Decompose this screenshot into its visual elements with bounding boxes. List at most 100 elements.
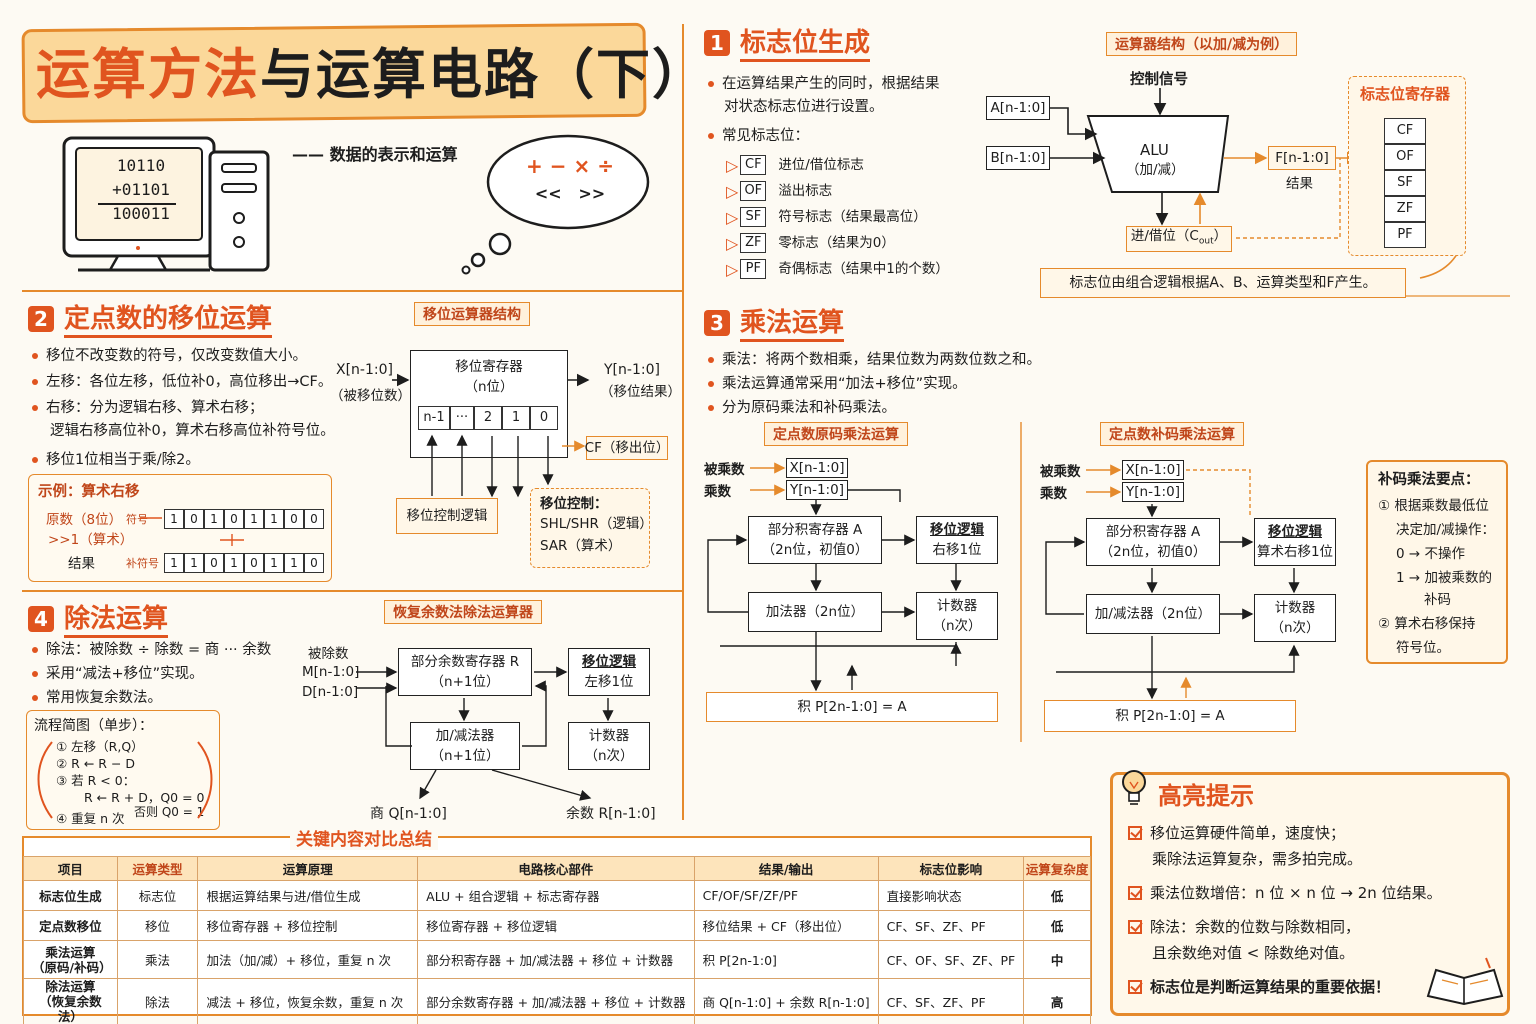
s4-bullet-2: 采用“减法+移位”实现。 bbox=[32, 662, 204, 686]
s1-bullet-1-cont: 对状态标志位进行设置。 bbox=[724, 99, 884, 115]
bit-cell: 0 bbox=[304, 509, 324, 529]
table-cell: CF、OF、SF、ZF、PF bbox=[877, 940, 1025, 979]
shift-diagram-tag: 移位运算器结构 bbox=[414, 302, 530, 326]
summary-table-wrap: 项目 运算类型 运算原理 电路核心部件 结果/输出 标志位影响 运算复杂度 标志… bbox=[23, 856, 1091, 1024]
division-diagram-tag: 恢复余数法除法运算器 bbox=[384, 600, 542, 624]
key-point-line: 补码 bbox=[1424, 592, 1451, 608]
flag-code: PF bbox=[740, 259, 767, 279]
th-type: 运算类型 bbox=[116, 856, 199, 881]
table-cell: ALU + 组合逻辑 + 标志寄存器 bbox=[417, 880, 695, 911]
s1-bullet-1: 在运算结果产生的同时，根据结果 bbox=[708, 72, 940, 96]
mult-right-multiplicand: 被乘数 bbox=[1040, 464, 1081, 480]
mult-left-y: Y[n-1:0] bbox=[786, 480, 848, 500]
mult-right-product: 积 P[2n-1:0] = A bbox=[1044, 700, 1296, 732]
flag-desc: 进位/借位标志 bbox=[778, 157, 864, 173]
division-flow-box bbox=[26, 710, 220, 830]
division-counter: 计数器（n次） bbox=[568, 722, 650, 770]
divider-vertical bbox=[682, 24, 684, 820]
mult-left-lines bbox=[707, 462, 962, 692]
dividend-m: M[n-1:0] bbox=[302, 664, 360, 680]
highlight-item: 标志位是判断运算结果的重要依据！ bbox=[1128, 974, 1442, 1000]
flag-code: SF bbox=[740, 207, 767, 227]
flow-step: 否则 Q0 = 1 bbox=[134, 805, 205, 819]
key-point-line: 决定加/减操作： bbox=[1396, 522, 1496, 538]
table-cell: 低 bbox=[1023, 910, 1091, 941]
table-cell: 部分积寄存器 + 加/减法器 + 移位 + 计数器 bbox=[417, 940, 695, 979]
th-item: 项目 bbox=[23, 856, 118, 881]
reg-cell: 1 bbox=[502, 406, 530, 430]
table-cell: 除法 bbox=[116, 978, 199, 1024]
ex-res-label: 结果 bbox=[68, 556, 95, 572]
flag-register-cells: CF OF SF ZF PF bbox=[1384, 118, 1426, 248]
summary-table: 项目 运算类型 运算原理 电路核心部件 结果/输出 标志位影响 运算复杂度 标志… bbox=[23, 856, 1091, 1024]
flow-step: R ← R + D，Q0 = 0 bbox=[84, 790, 205, 805]
s1-bullet-2: 常见标志位： bbox=[708, 124, 809, 148]
divider-left-mid bbox=[22, 590, 682, 592]
flag-code: ZF bbox=[740, 233, 767, 253]
s2-bullet-1: 移位不改变数的符号，仅改变数值大小。 bbox=[32, 344, 307, 368]
s4-bullet-3: 常用恢复余数法。 bbox=[32, 686, 162, 710]
reg-cell: ··· bbox=[450, 406, 474, 430]
table-cell: CF、SF、ZF、PF bbox=[877, 978, 1025, 1024]
lightbulb-icon bbox=[1122, 770, 1146, 805]
mult-left-x: X[n-1:0] bbox=[786, 458, 848, 478]
input-a: A[n-1:0] bbox=[986, 96, 1050, 120]
section-4-number: 4 bbox=[28, 606, 54, 632]
bit-cell: 0 bbox=[244, 553, 264, 573]
quotient-output: 商 Q[n-1:0] bbox=[370, 806, 447, 822]
key-points-title: 补码乘法要点： bbox=[1378, 472, 1480, 488]
table-row: 除法运算 （恢复余数法）除法减法 + 移位，恢复余数，重复 n 次部分余数寄存器… bbox=[23, 978, 1091, 1024]
th-complexity: 运算复杂度 bbox=[1023, 856, 1091, 881]
flag-desc: 溢出标志 bbox=[778, 183, 833, 199]
alu-label: ALU bbox=[1140, 141, 1169, 159]
shift-control-2: SAR（算术） bbox=[540, 538, 622, 554]
table-cell: 移位 bbox=[116, 910, 199, 941]
input-b: B[n-1:0] bbox=[986, 146, 1050, 170]
section-3-title: 乘法运算 bbox=[740, 302, 845, 342]
highlights-title: 高亮提示 bbox=[1158, 782, 1254, 810]
mult-left-product: 积 P[2n-1:0] = A bbox=[706, 692, 998, 722]
computer-icon bbox=[62, 136, 270, 272]
thought-bubble-icon bbox=[461, 134, 650, 275]
division-lines bbox=[356, 666, 614, 801]
section-2-title: 定点数的移位运算 bbox=[64, 298, 273, 338]
shift-control-logic: 移位控制逻辑 bbox=[396, 498, 498, 534]
reg-cell: 2 bbox=[474, 406, 502, 430]
mult-left-shift: 移位逻辑右移1位 bbox=[916, 516, 998, 564]
flag-code: CF bbox=[740, 155, 767, 175]
highlight-item: 移位运算硬件简单，速度快； bbox=[1128, 820, 1442, 846]
shift-diagram-lines bbox=[392, 373, 590, 498]
th-flags: 标志位影响 bbox=[877, 856, 1025, 881]
bit-cell: 1 bbox=[184, 553, 204, 573]
s2-bullet-3: 右移：分为逻辑右移、算术右移； bbox=[32, 396, 264, 420]
control-signal-label: 控制信号 bbox=[1130, 72, 1188, 88]
shift-control-1: SHL/SHR（逻辑） bbox=[540, 516, 653, 532]
reg-flag-cf: CF bbox=[1384, 118, 1426, 144]
th-output: 结果/输出 bbox=[693, 856, 879, 881]
table-cell: CF、SF、ZF、PF bbox=[877, 910, 1025, 941]
shift-input-x: X[n-1:0] bbox=[336, 362, 393, 378]
divider-left-top bbox=[22, 290, 682, 292]
bit-cell: 1 bbox=[224, 553, 244, 573]
highlights-list: 移位运算硬件简单，速度快； 乘除法运算复杂，需多拍完成。 乘法位数增倍：n 位 … bbox=[1128, 820, 1442, 1000]
key-point-line: ① 根据乘数最低位 bbox=[1378, 498, 1489, 514]
ex-orig-label: 原数（8位） bbox=[46, 512, 123, 528]
bit-cell: 0 bbox=[184, 509, 204, 529]
bit-cell: 0 bbox=[304, 553, 324, 573]
summary-header-row: 项目 运算类型 运算原理 电路核心部件 结果/输出 标志位影响 运算复杂度 bbox=[23, 856, 1091, 881]
s2-bullet-3-cont: 逻辑右移高位补0，算术右移高位补符号位。 bbox=[50, 423, 335, 439]
summary-title: 关键内容对比总结 bbox=[290, 830, 438, 850]
table-cell: 移位寄存器 + 移位控制 bbox=[197, 910, 419, 941]
highlight-item: 乘法位数增倍：n 位 × n 位 → 2n 位结果。 bbox=[1128, 880, 1442, 906]
checkbox-icon bbox=[1128, 826, 1142, 840]
mult-right-accumulator: 部分积寄存器 A（2n位，初值0） bbox=[1086, 518, 1220, 566]
section-3-number: 3 bbox=[704, 310, 730, 336]
reg-cell: 0 bbox=[530, 406, 558, 430]
highlight-item-cont: 乘除法运算复杂，需多拍完成。 bbox=[1152, 850, 1363, 868]
mult-right-counter: 计数器（n次） bbox=[1254, 594, 1336, 642]
ex-res-tag: 补符号 bbox=[126, 557, 159, 570]
flow-loop-arrows bbox=[37, 741, 213, 819]
mult-right-y: Y[n-1:0] bbox=[1122, 482, 1184, 502]
